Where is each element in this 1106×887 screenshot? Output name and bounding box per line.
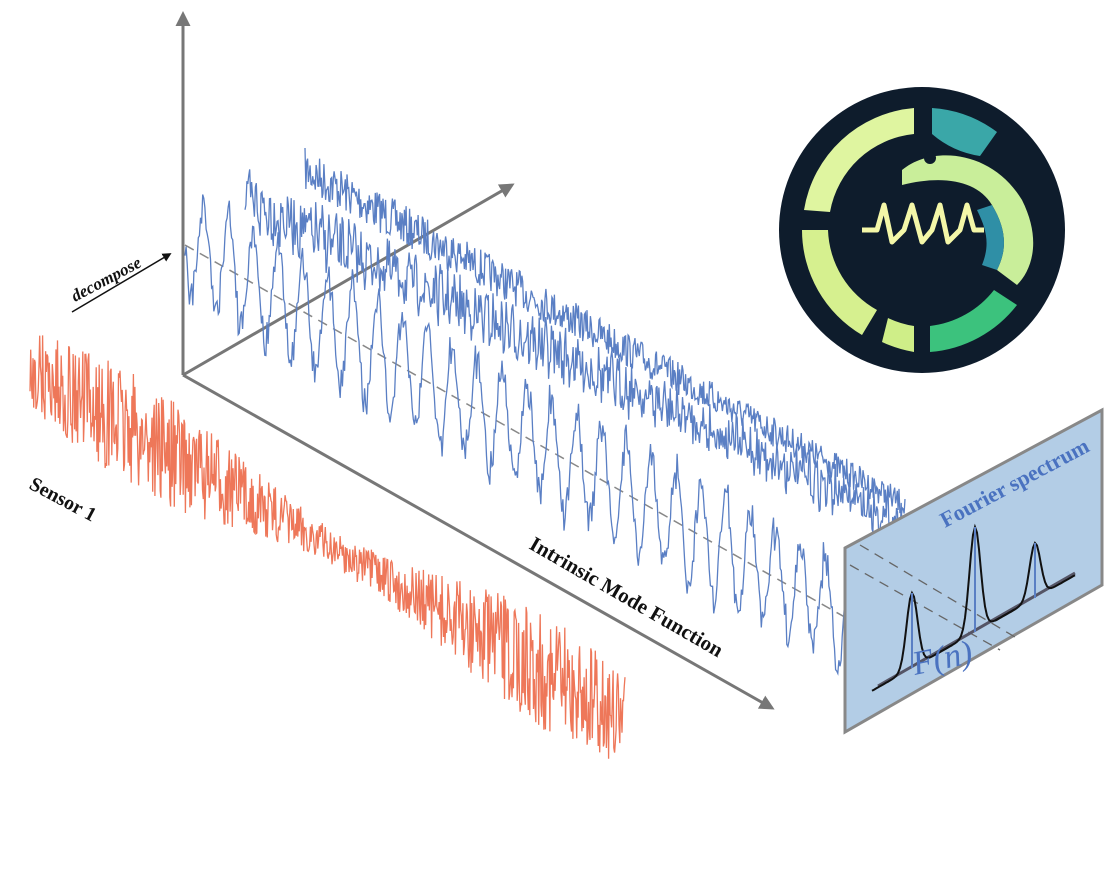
imf-high-freq-back <box>304 147 906 514</box>
decompose-label: decompose <box>68 253 145 306</box>
decompose-arrow <box>71 253 172 313</box>
imf-baseline-dashed <box>184 244 851 621</box>
depth-axis <box>182 183 515 377</box>
snake-waveform-logo <box>779 87 1065 373</box>
imf-signals <box>184 147 906 676</box>
sensor-signal <box>29 335 626 759</box>
imf-low-freq-front <box>184 194 851 676</box>
fourier-spectrum-panel: Fourier spectrum F(n) <box>843 407 1104 735</box>
imf-axis <box>182 373 775 710</box>
raw-sensor-signal <box>29 335 626 759</box>
sensor-label: Sensor 1 <box>26 473 100 526</box>
imf-high-freq-mid <box>244 169 906 549</box>
